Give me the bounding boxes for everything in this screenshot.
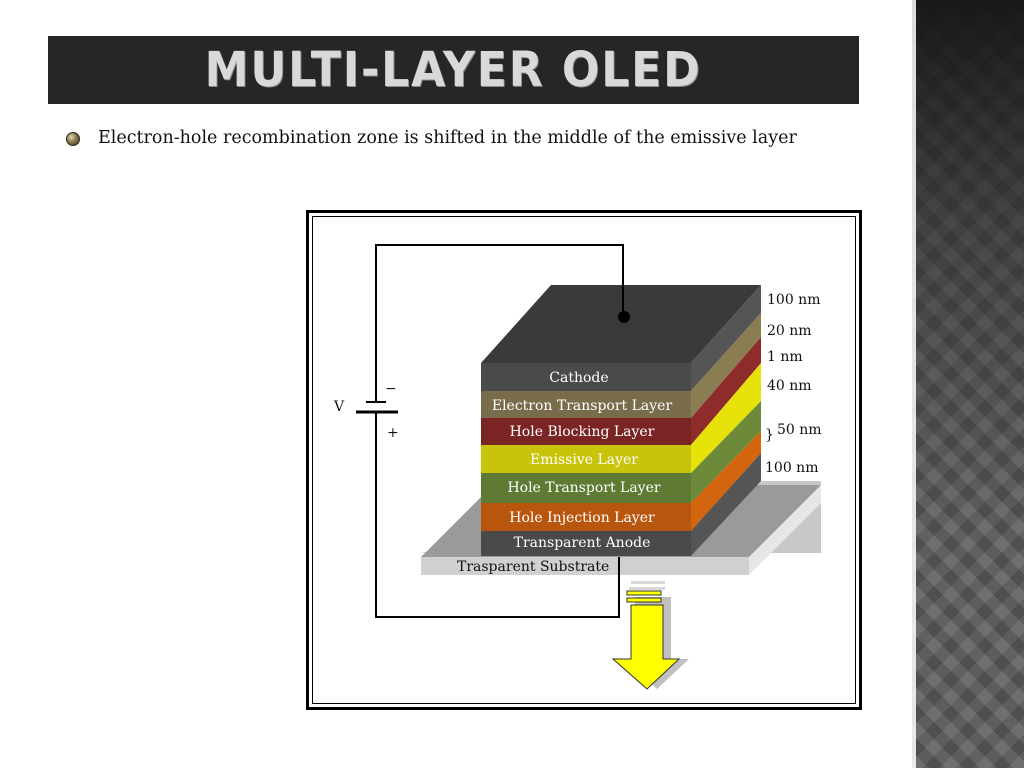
emission-ray xyxy=(626,590,662,596)
thickness-label-eml: 40 nm xyxy=(767,378,812,394)
substrate-label: Trasparent Substrate xyxy=(457,559,609,575)
emission-ray xyxy=(629,587,665,590)
thickness-label-cathode: 100 nm xyxy=(767,292,820,308)
emission-arrow-icon xyxy=(611,604,681,690)
layer-label-etl: Electron Transport Layer xyxy=(492,398,673,414)
circuit-wire-bottom xyxy=(375,413,620,618)
thickness-label-htl: 50 nm xyxy=(777,422,822,438)
eml-side-face xyxy=(691,363,761,473)
eml-layer xyxy=(481,445,691,473)
cathode-side-face xyxy=(691,285,761,391)
cathode-layer xyxy=(481,363,691,391)
layer-label-htl: Hole Transport Layer xyxy=(507,480,660,496)
thickness-label-etl: 20 nm xyxy=(767,323,812,339)
figure-inner-border xyxy=(312,216,856,704)
bullet-icon xyxy=(66,132,80,146)
voltage-label: V xyxy=(333,399,345,415)
title-bar: MULTI-LAYER OLED xyxy=(48,36,859,104)
layer-label-anode: Transparent Anode xyxy=(514,535,651,551)
layer-label-cathode: Cathode xyxy=(549,370,608,386)
emission-ray xyxy=(626,597,662,603)
oled-diagram-frame: Trasparent Substrate Cathode Electron Tr… xyxy=(306,210,862,710)
bullet-list-item: Electron-hole recombination zone is shif… xyxy=(66,126,846,150)
hbl-layer xyxy=(481,418,691,445)
substrate-front-face xyxy=(421,557,749,575)
thickness-label-hil: 100 nm xyxy=(765,460,818,476)
etl-side-face xyxy=(691,313,761,418)
oled-diagram: Trasparent Substrate Cathode Electron Tr… xyxy=(333,244,822,690)
minus-label: − xyxy=(385,381,397,397)
hil-layer xyxy=(481,503,691,531)
thickness-label-hbl: 1 nm xyxy=(767,349,803,365)
decorative-side-band xyxy=(912,0,1024,768)
htl-side-face xyxy=(691,401,761,503)
anode-layer xyxy=(481,531,691,556)
anode-side-face xyxy=(691,453,761,556)
emission-ray xyxy=(631,581,665,584)
hil-side-face xyxy=(691,431,761,531)
layer-label-eml: Emissive Layer xyxy=(530,452,638,468)
cathode-contact-icon xyxy=(618,311,630,323)
stack-top-face xyxy=(481,285,761,363)
htl-layer xyxy=(481,473,691,503)
slide-title: MULTI-LAYER OLED xyxy=(204,42,703,98)
layer-label-hbl: Hole Blocking Layer xyxy=(510,424,655,440)
bullet-text: Electron-hole recombination zone is shif… xyxy=(98,128,797,148)
hbl-side-face xyxy=(691,337,761,445)
layer-label-hil: Hole Injection Layer xyxy=(509,510,655,526)
circuit-wire-top xyxy=(375,244,624,401)
etl-layer xyxy=(481,391,691,418)
plus-label: + xyxy=(387,425,399,441)
brace-icon: } xyxy=(765,427,774,443)
substrate-front-edge xyxy=(749,485,821,575)
